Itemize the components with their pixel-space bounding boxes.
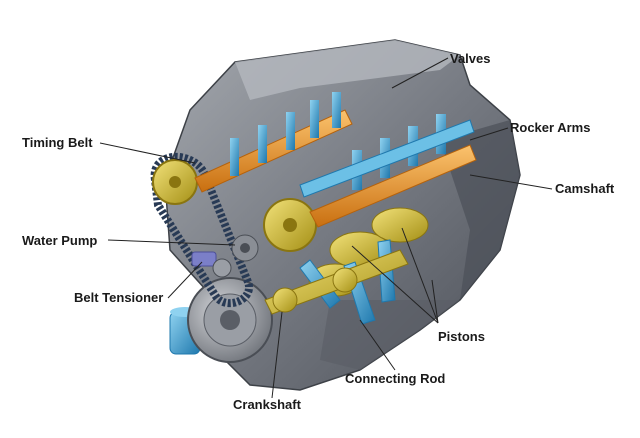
water-pump	[231, 234, 259, 262]
timing-belt	[150, 152, 253, 308]
label-rocker-arms: Rocker Arms	[510, 120, 591, 135]
label-water-pump: Water Pump	[22, 233, 98, 248]
label-camshaft: Camshaft	[555, 181, 615, 196]
label-valves: Valves	[450, 51, 491, 66]
leader-lines	[99, 57, 553, 399]
label-timing-belt: Timing Belt	[22, 135, 93, 150]
rocker-arms	[299, 114, 475, 198]
label-pistons: Pistons	[438, 329, 485, 344]
camshaft-right	[309, 144, 477, 228]
label-connecting-rod: Connecting Rod	[345, 371, 446, 386]
cam-sprocket-right	[263, 198, 317, 252]
belt-tensioner	[191, 251, 232, 278]
label-crankshaft: Crankshaft	[233, 397, 301, 412]
cam-sprocket-left	[152, 159, 198, 205]
crankshaft-pulley	[187, 277, 273, 363]
label-belt-tensioner: Belt Tensioner	[74, 290, 164, 305]
crankshaft	[264, 249, 409, 315]
valves-left	[230, 92, 341, 176]
